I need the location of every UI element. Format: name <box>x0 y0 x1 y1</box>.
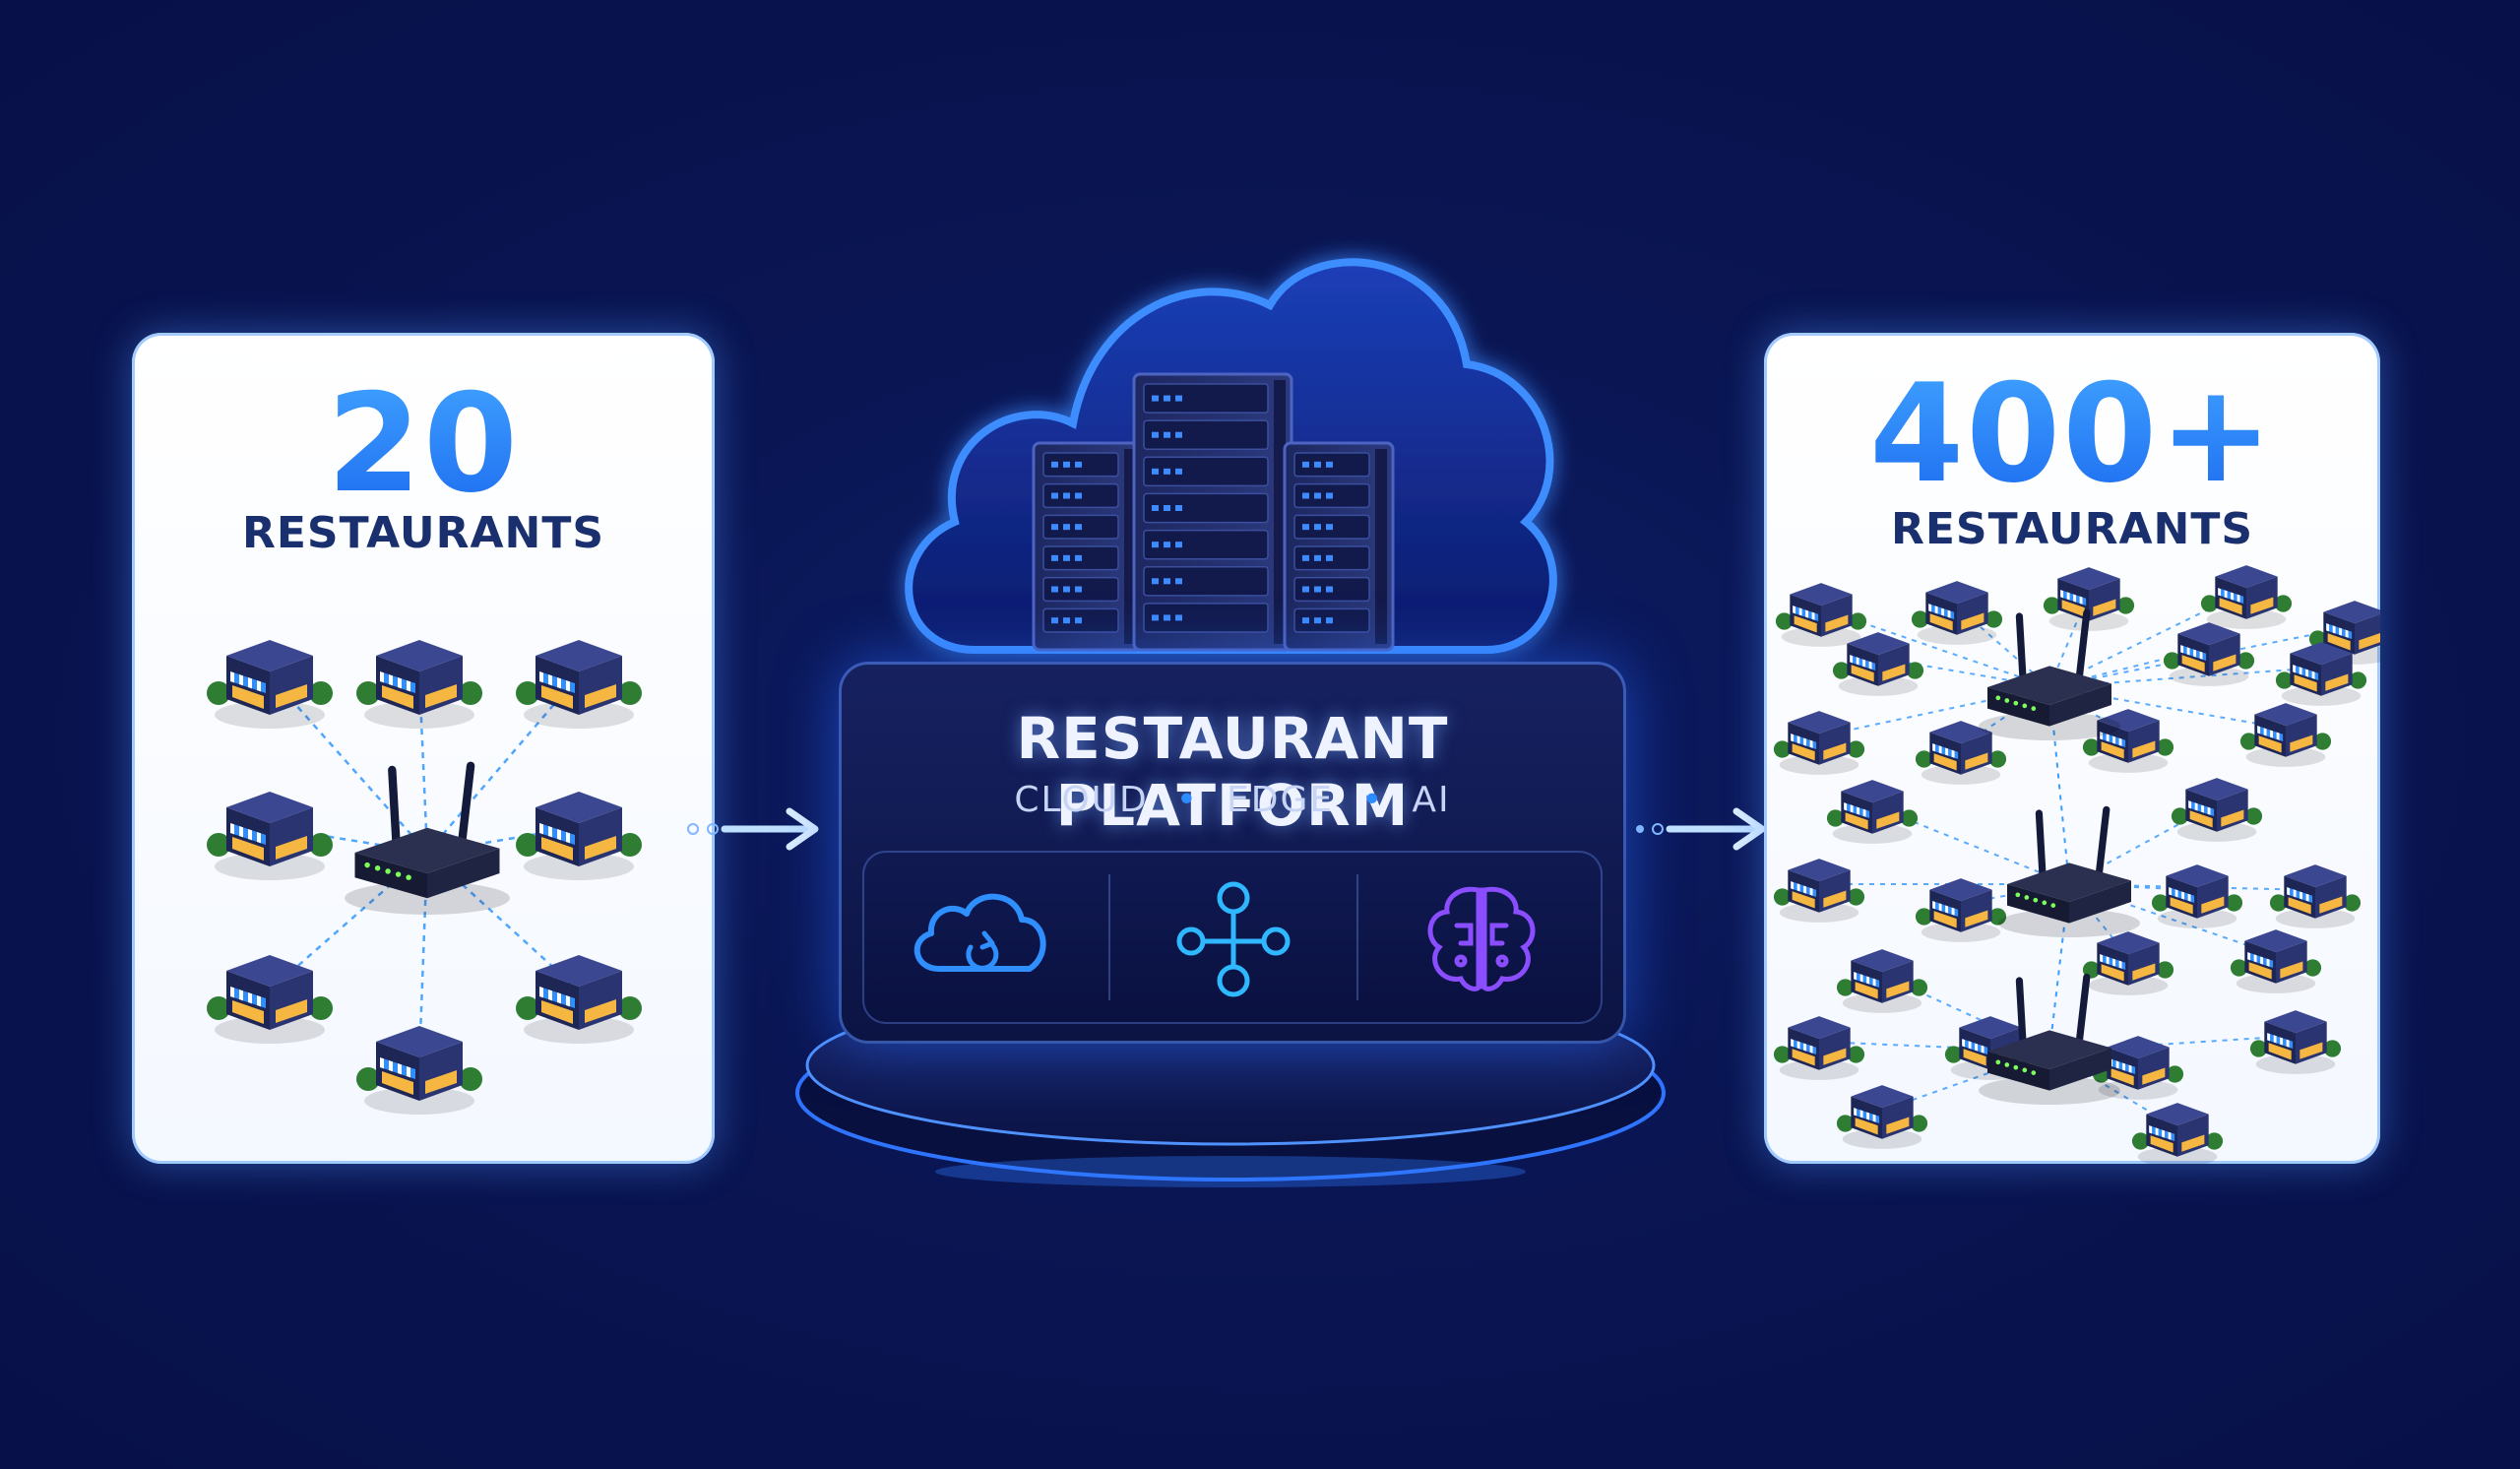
left-label: RESTAURANTS <box>241 508 605 558</box>
pillar-ai: AI <box>1412 780 1451 820</box>
restaurant-building-icon <box>1836 949 1928 1013</box>
restaurant-building-icon <box>516 792 642 880</box>
network-link <box>1818 686 2050 737</box>
restaurant-building-icon <box>1773 1016 1865 1080</box>
restaurant-building-icon <box>2082 931 2174 995</box>
restaurant-building-icon <box>356 640 482 729</box>
server-rack-icon <box>1132 372 1293 652</box>
tile-divider <box>1108 874 1110 1000</box>
server-cloud-icon <box>905 258 1557 654</box>
pillar-separator: • <box>1361 780 1385 820</box>
right-panel: 400+ RESTAURANTS <box>1764 333 2380 1164</box>
restaurant-building-icon <box>516 640 642 729</box>
restaurant-building-icon <box>2230 929 2322 993</box>
tile-divider <box>1356 874 1358 1000</box>
restaurant-building-icon <box>1826 780 1919 844</box>
tile-edge <box>1110 851 1356 1024</box>
restaurant-building-icon <box>2092 1036 2184 1100</box>
restaurant-building-icon <box>1836 1085 1928 1149</box>
router-icon <box>1998 805 2140 937</box>
restaurant-building-icon <box>2171 778 2263 842</box>
pillar-cloud: CLOUD <box>1014 780 1149 820</box>
router-icon <box>345 761 510 915</box>
edge-network-icon <box>1176 881 1291 997</box>
restaurant-building-icon <box>1773 711 1865 775</box>
tile-cloud <box>862 851 1108 1024</box>
network-link <box>1820 607 2050 688</box>
restaurant-building-icon <box>207 955 333 1044</box>
right-network <box>1773 565 2380 1164</box>
restaurant-building-icon <box>1915 721 2007 785</box>
pillar-edge: EDGE <box>1226 780 1335 820</box>
platform-pillars: CLOUD • EDGE • AI <box>839 780 1626 820</box>
right-label: RESTAURANTS <box>1890 504 2254 554</box>
restaurant-building-icon <box>1832 632 1924 696</box>
restaurant-building-icon <box>356 1026 482 1115</box>
ai-brain-icon <box>1427 886 1536 991</box>
server-rack-icon <box>1283 441 1395 652</box>
platform-title: RESTAURANT PLATFORM <box>1016 705 1449 839</box>
network-link <box>2048 1035 2297 1053</box>
left-network <box>207 640 642 1115</box>
restaurant-building-icon <box>2163 622 2255 686</box>
network-link <box>2048 686 2287 730</box>
restaurant-building-icon <box>2082 709 2174 773</box>
restaurant-building-icon <box>2249 1010 2342 1074</box>
cloud-sync-icon <box>914 893 1046 972</box>
network-link <box>269 674 428 854</box>
restaurant-building-icon <box>1915 878 2007 942</box>
network-link <box>1881 1051 2050 1112</box>
restaurant-building-icon <box>2131 1103 2224 1164</box>
restaurant-building-icon <box>207 792 333 880</box>
right-count: 400+ <box>1764 366 2380 502</box>
platform-card: RESTAURANT PLATFORM CLOUD • EDGE • AI <box>839 662 1626 1044</box>
restaurant-building-icon <box>2275 642 2367 706</box>
platform-tiles <box>862 851 1603 1024</box>
router-icon <box>1979 608 2120 740</box>
restaurant-building-icon <box>2043 567 2135 631</box>
pillar-separator: • <box>1175 780 1199 820</box>
left-panel: 20 RESTAURANTS <box>132 333 715 1164</box>
restaurant-building-icon <box>2151 864 2243 928</box>
restaurant-building-icon <box>516 955 642 1044</box>
tile-ai <box>1358 851 1605 1024</box>
restaurant-building-icon <box>1911 581 2003 645</box>
restaurant-building-icon <box>2269 864 2362 928</box>
left-arrow <box>687 807 819 851</box>
left-count: 20 <box>132 376 715 512</box>
restaurant-building-icon <box>207 640 333 729</box>
router-icon <box>1979 973 2120 1105</box>
server-rack-icon <box>1032 441 1144 652</box>
restaurant-building-icon <box>1775 583 1867 647</box>
right-arrow <box>1636 807 1766 851</box>
restaurant-building-icon <box>2239 703 2332 767</box>
restaurant-building-icon <box>2200 565 2293 629</box>
restaurant-building-icon <box>1773 859 1865 923</box>
